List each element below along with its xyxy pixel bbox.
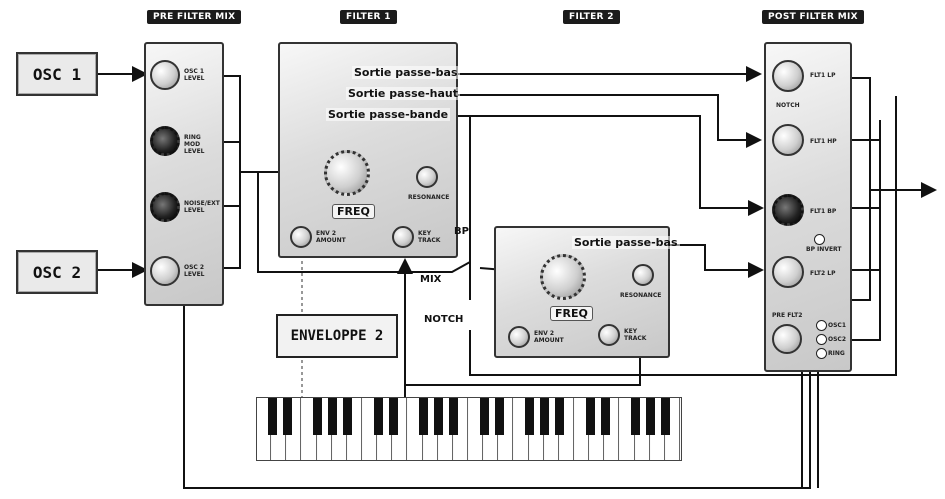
header-pre-filter-mix: PRE FILTER MIX bbox=[147, 10, 242, 24]
post-notch-label: NOTCH bbox=[776, 102, 800, 109]
filter1-resonance-knob[interactable] bbox=[416, 166, 438, 188]
filter1-key-track-knob[interactable] bbox=[392, 226, 414, 248]
black-key[interactable] bbox=[494, 398, 504, 436]
pre-flt2-ring-label: RING bbox=[828, 350, 845, 357]
black-key[interactable] bbox=[479, 398, 489, 436]
header-filter2: FILTER 2 bbox=[563, 10, 620, 24]
post-flt1-lp-knob[interactable] bbox=[772, 60, 804, 92]
black-key[interactable] bbox=[388, 398, 398, 436]
pre-flt2-ring-switch[interactable] bbox=[816, 348, 827, 359]
filter2-resonance-label: RESONANCE bbox=[620, 292, 662, 299]
black-key[interactable] bbox=[419, 398, 429, 436]
osc2-level-label: OSC 2 LEVEL bbox=[184, 264, 205, 278]
black-key[interactable] bbox=[267, 398, 277, 436]
osc2-box: OSC 2 bbox=[16, 250, 98, 294]
post-flt2-lp-knob[interactable] bbox=[772, 256, 804, 288]
bp-invert-label: BP INVERT bbox=[806, 246, 842, 253]
filter1-highpass-output-label: Sortie passe-haut bbox=[346, 87, 460, 100]
post-flt1-bp-knob[interactable] bbox=[772, 194, 804, 226]
pre-flt2-osc2-label: OSC2 bbox=[828, 336, 846, 343]
filter2-mode-mix-label: MIX bbox=[420, 274, 442, 285]
filter1-key-track-label: KEY TRACK bbox=[418, 230, 441, 244]
osc1-box: OSC 1 bbox=[16, 52, 98, 96]
bp-invert-button[interactable] bbox=[814, 234, 825, 245]
black-key[interactable] bbox=[434, 398, 444, 436]
post-flt1-hp-knob[interactable] bbox=[772, 124, 804, 156]
black-key[interactable] bbox=[646, 398, 656, 436]
black-key[interactable] bbox=[313, 398, 323, 436]
post-flt1-bp-label: FLT1 BP bbox=[810, 208, 837, 215]
filter2-key-track-knob[interactable] bbox=[598, 324, 620, 346]
filter1-freq-knob[interactable] bbox=[324, 150, 370, 196]
black-key[interactable] bbox=[631, 398, 641, 436]
pre-flt2-osc1-switch[interactable] bbox=[816, 320, 827, 331]
black-key[interactable] bbox=[600, 398, 610, 436]
filter2-mode-bp-label: BP bbox=[454, 226, 469, 237]
filter1-lowpass-output-label: Sortie passe-bas bbox=[352, 66, 460, 79]
filter2-lowpass-output-label: Sortie passe-bas bbox=[572, 236, 680, 249]
black-key[interactable] bbox=[555, 398, 565, 436]
post-flt1-lp-label: FLT1 LP bbox=[810, 72, 836, 79]
post-pre-flt2-knob[interactable] bbox=[772, 324, 802, 354]
filter1-bandpass-output-label: Sortie passe-bande bbox=[326, 108, 451, 121]
post-pre-flt2-label: PRE FLT2 bbox=[772, 312, 803, 319]
filter2-env-amount-label: ENV 2 AMOUNT bbox=[534, 330, 564, 344]
filter2-mode-notch-label: NOTCH bbox=[424, 314, 464, 325]
black-key[interactable] bbox=[343, 398, 353, 436]
black-key[interactable] bbox=[525, 398, 535, 436]
osc1-level-label: OSC 1 LEVEL bbox=[184, 68, 205, 82]
black-key[interactable] bbox=[449, 398, 459, 436]
keyboard bbox=[256, 397, 682, 461]
filter1-freq-label: FREQ bbox=[332, 204, 375, 219]
filter1-resonance-label: RESONANCE bbox=[408, 194, 450, 201]
noise-ext-level-label: NOISE/EXT LEVEL bbox=[184, 200, 220, 214]
post-flt2-lp-label: FLT2 LP bbox=[810, 270, 836, 277]
noise-ext-level-knob[interactable] bbox=[150, 192, 180, 222]
filter2-key-track-label: KEY TRACK bbox=[624, 328, 647, 342]
black-key[interactable] bbox=[373, 398, 383, 436]
envelope2-box: ENVELOPPE 2 bbox=[276, 314, 398, 358]
black-key[interactable] bbox=[585, 398, 595, 436]
osc2-level-knob[interactable] bbox=[150, 256, 180, 286]
black-key[interactable] bbox=[661, 398, 671, 436]
filter2-resonance-knob[interactable] bbox=[632, 264, 654, 286]
post-flt1-hp-label: FLT1 HP bbox=[810, 138, 837, 145]
pre-flt2-osc2-switch[interactable] bbox=[816, 334, 827, 345]
filter2-freq-knob[interactable] bbox=[540, 254, 586, 300]
black-key[interactable] bbox=[540, 398, 550, 436]
filter2-env-amount-knob[interactable] bbox=[508, 326, 530, 348]
pre-flt2-osc1-label: OSC1 bbox=[828, 322, 846, 329]
header-filter1: FILTER 1 bbox=[340, 10, 397, 24]
osc1-level-knob[interactable] bbox=[150, 60, 180, 90]
ring-mod-level-label: RING MOD LEVEL bbox=[184, 134, 205, 155]
filter2-freq-label: FREQ bbox=[550, 306, 593, 321]
black-key[interactable] bbox=[328, 398, 338, 436]
ring-mod-level-knob[interactable] bbox=[150, 126, 180, 156]
header-post-filter-mix: POST FILTER MIX bbox=[762, 10, 864, 24]
filter1-env-amount-knob[interactable] bbox=[290, 226, 312, 248]
black-key[interactable] bbox=[282, 398, 292, 436]
filter1-env-amount-label: ENV 2 AMOUNT bbox=[316, 230, 346, 244]
